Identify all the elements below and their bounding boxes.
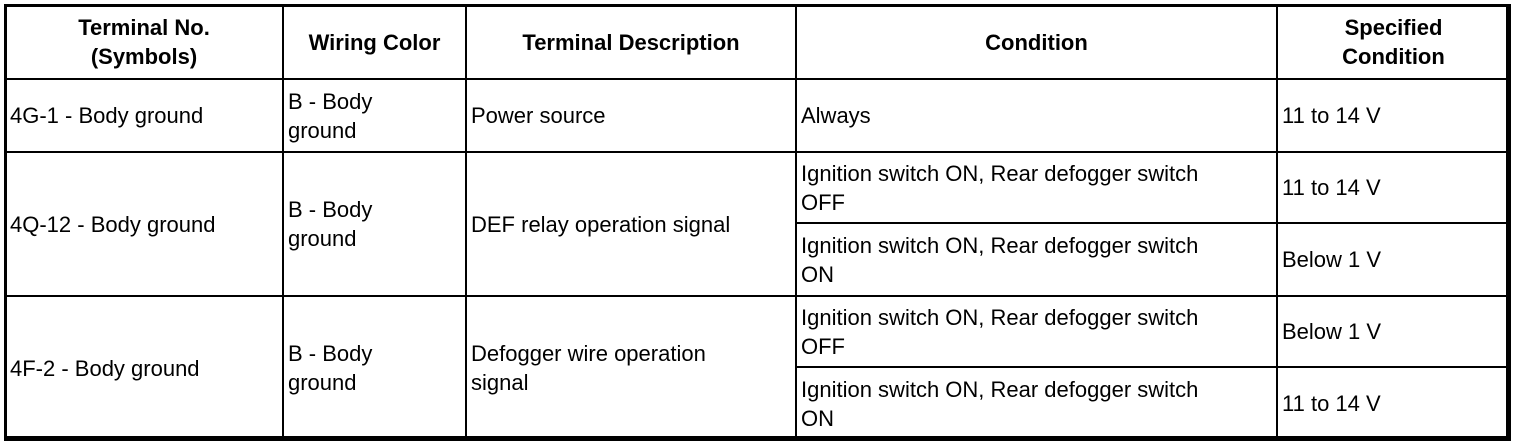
terminal-spec-table: Terminal No.(Symbols) Wiring Color Termi… [4,4,1511,441]
header-wiring-color: Wiring Color [282,4,467,80]
table-row: Ignition switch ON, Rear defogger switch… [5,222,1511,297]
specified-cell: Below 1 V [1276,222,1511,297]
specified-cell: Below 1 V [1276,295,1511,368]
description-cell: DEF relay operation signal [465,151,797,297]
condition-cell: Ignition switch ON, Rear defogger switch… [795,222,1278,297]
description-cell: Power source [465,78,797,153]
specified-cell: 11 to 14 V [1276,151,1511,224]
terminal-cell: 4F-2 - Body ground [4,295,284,441]
condition-cell: Always [795,78,1278,153]
terminal-cell: 4Q-12 - Body ground [4,151,284,297]
table-header-row: Terminal No.(Symbols) Wiring Color Termi… [4,4,1511,80]
condition-cell: Ignition switch ON, Rear defogger switch… [795,151,1278,224]
header-terminal-no: Terminal No.(Symbols) [4,4,284,80]
specified-cell: 11 to 14 V [1276,78,1511,153]
specified-cell: 11 to 14 V [1276,366,1511,441]
header-terminal-description: Terminal Description [465,4,797,80]
condition-cell: Ignition switch ON, Rear defogger switch… [795,366,1278,441]
table-row: Ignition switch ON, Rear defogger switch… [5,366,1511,441]
condition-cell: Ignition switch ON, Rear defogger switch… [795,295,1278,368]
header-condition: Condition [795,4,1278,80]
terminal-cell: 4G-1 - Body ground [4,78,284,153]
